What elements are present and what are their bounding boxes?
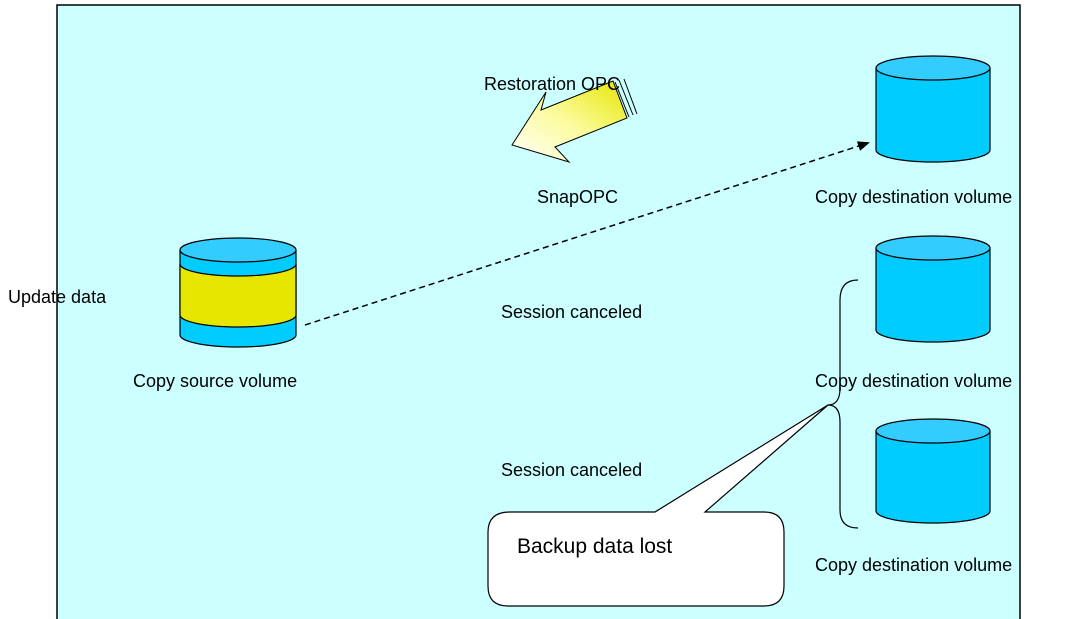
copy-destination-volume-3-label: Copy destination volume: [815, 555, 1012, 575]
update-data-label: Update data: [8, 287, 107, 307]
snapopc-arrow: [304, 141, 870, 326]
snapopc-label: SnapOPC: [537, 187, 618, 207]
backup-data-lost-callout: [487, 404, 829, 607]
restoration-opc-arrow: [511, 78, 638, 164]
copy-source-volume-label: Copy source volume: [133, 371, 297, 391]
copy-destination-volume-1-label: Copy destination volume: [815, 187, 1012, 207]
copy-destination-volume-2-label: Copy destination volume: [815, 371, 1012, 391]
session-canceled-1-label: Session canceled: [501, 302, 642, 322]
restoration-opc-label: Restoration OPC: [484, 74, 620, 94]
session-canceled-2-label: Session canceled: [501, 460, 642, 480]
copy-destination-volume-1-cylinder: [875, 55, 991, 163]
copy-destination-volume-3-cylinder: [875, 418, 991, 524]
backup-data-lost-label: Backup data lost: [517, 535, 672, 558]
copy-destination-volume-2-cylinder: [875, 235, 991, 343]
copy-source-volume-cylinder: [179, 237, 297, 348]
update-data-band: [179, 263, 297, 328]
